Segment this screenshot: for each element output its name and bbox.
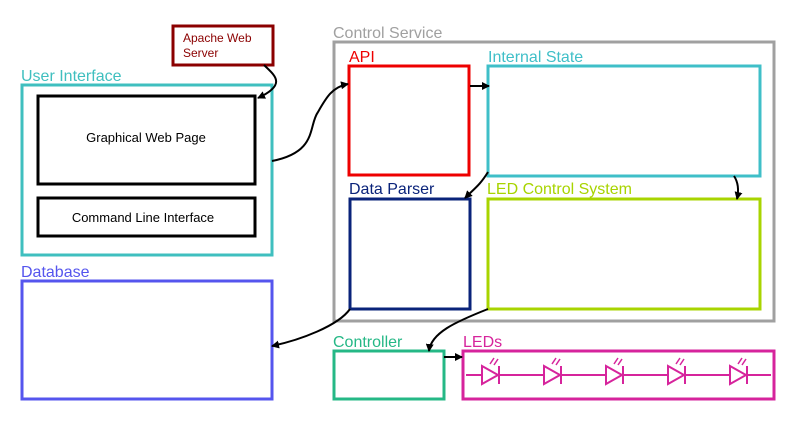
connectors	[257, 64, 743, 361]
control-service-label: Control Service	[333, 25, 442, 42]
led-2-icon	[543, 357, 563, 386]
arrow-apache-to-web-page	[257, 64, 277, 99]
database-node: Database	[20, 264, 274, 401]
arrow-internal-state-to-led-control	[733, 175, 743, 200]
led-1-icon	[481, 357, 501, 386]
user-interface-group: User Interface Graphical Web Page Comman…	[20, 68, 274, 257]
controller-label: Controller	[333, 334, 403, 351]
data-parser-label: Data Parser	[349, 181, 435, 198]
graphical-web-page-node: Graphical Web Page	[36, 94, 257, 186]
leds-node: LEDs	[461, 334, 776, 401]
graphical-web-page-label: Graphical Web Page	[86, 130, 206, 145]
control-service-group: Control Service API Internal State Data …	[332, 25, 776, 323]
arrow-internal-state-to-data-parser	[464, 171, 489, 199]
database-label: Database	[21, 264, 90, 281]
user-interface-label: User Interface	[21, 68, 122, 85]
led-control-system-node: LED Control System	[486, 181, 762, 311]
apache-web-server-node: Apache Web Server	[171, 24, 275, 67]
led-control-system-label: LED Control System	[487, 181, 632, 198]
arrow-web-page-to-api	[271, 81, 349, 162]
led-4-icon	[667, 357, 687, 386]
controller-node: Controller	[332, 334, 446, 401]
arrow-led-control-to-controller	[425, 308, 489, 352]
led-5-icon	[729, 357, 749, 386]
internal-state-node: Internal State	[486, 49, 762, 178]
apache-label-line2: Server	[183, 46, 218, 60]
arrow-data-parser-to-database	[271, 308, 351, 349]
api-label: API	[349, 49, 375, 66]
led-3-icon	[605, 357, 625, 386]
apache-label-line1: Apache Web	[183, 31, 252, 45]
data-parser-node: Data Parser	[348, 181, 472, 311]
api-node: API	[347, 49, 471, 177]
cli-label: Command Line Interface	[72, 210, 214, 225]
leds-label: LEDs	[463, 334, 502, 351]
internal-state-label: Internal State	[488, 49, 583, 66]
cli-node: Command Line Interface	[36, 196, 257, 238]
